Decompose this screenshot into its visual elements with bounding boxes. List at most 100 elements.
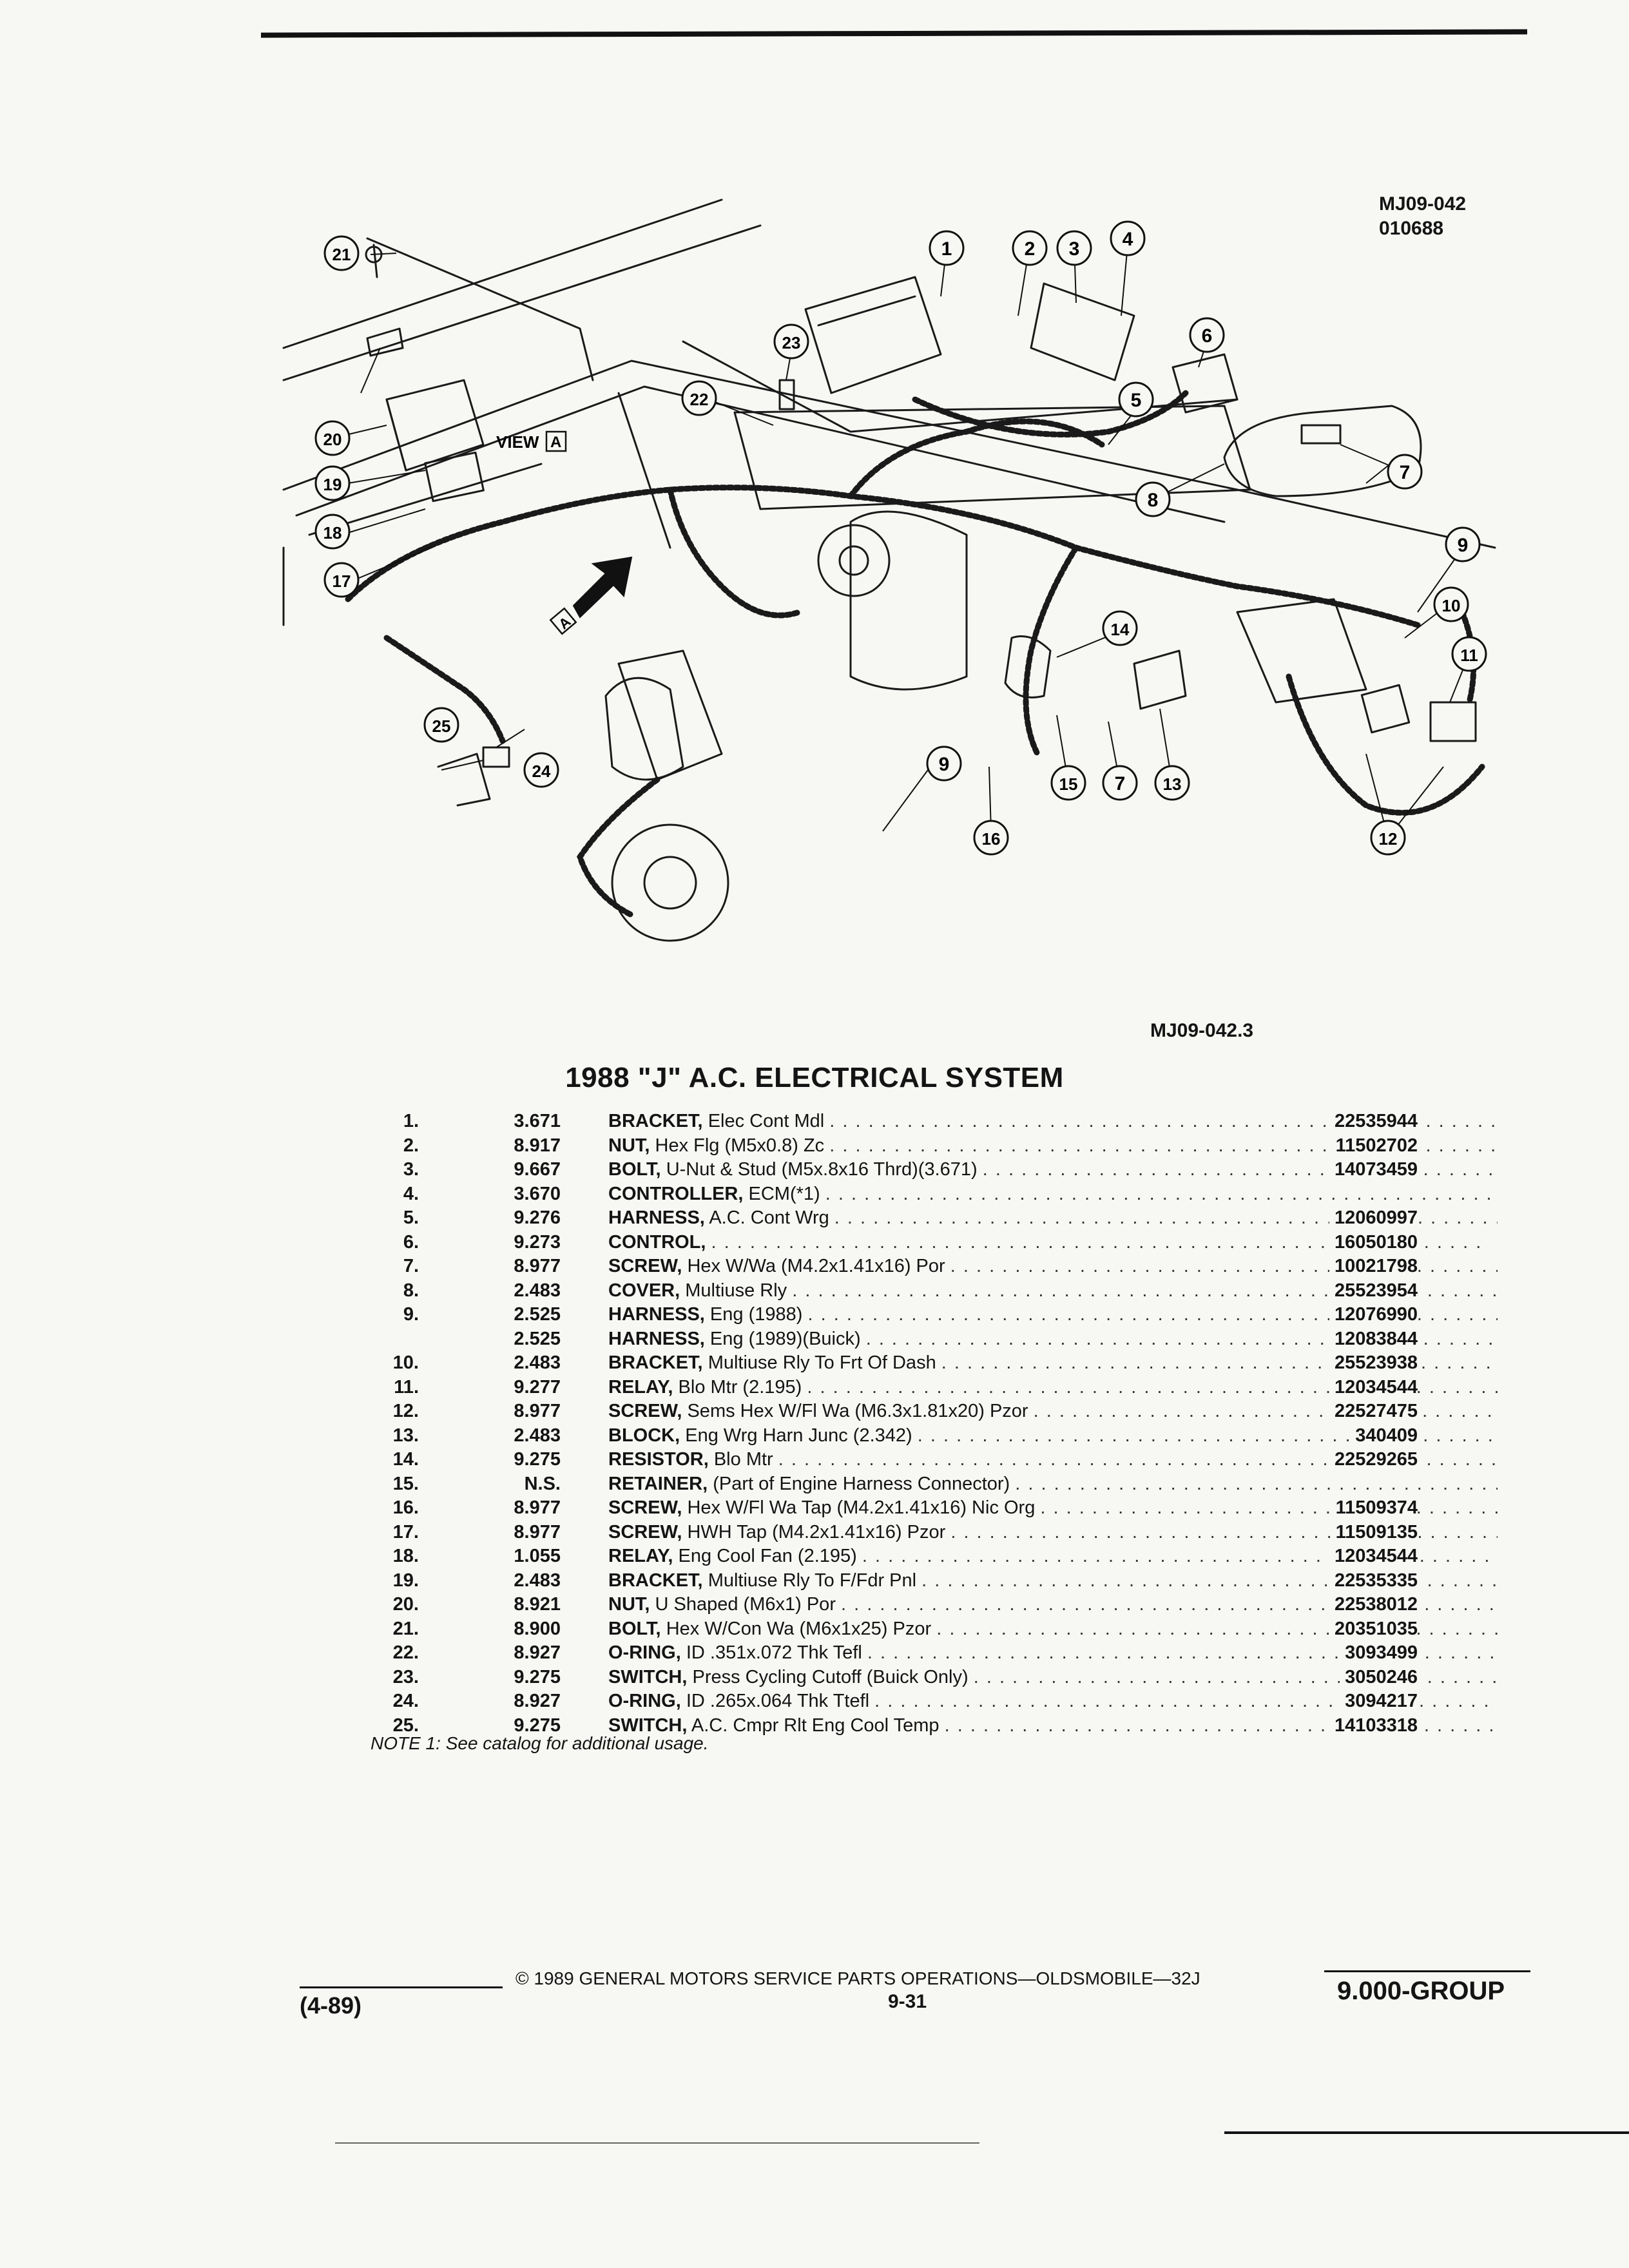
svg-text:15: 15	[1059, 774, 1078, 794]
part-name: CONTROL,	[608, 1231, 706, 1253]
part-detail: Blo Mtr (2.195)	[678, 1376, 802, 1398]
temp-switch-tube	[437, 753, 491, 807]
cowl-panel-line	[682, 340, 1239, 433]
fan-harness	[1286, 673, 1485, 816]
part-number: 3050246	[1340, 1665, 1418, 1689]
part-detail: Eng (1989)(Buick)	[709, 1328, 861, 1349]
engine-harness	[1023, 544, 1079, 757]
item-number: 17.	[392, 1521, 419, 1542]
group-code: 9.667	[514, 1159, 561, 1180]
table-row: 16. 8.977 SCREW, Hex W/Fl Wa Tap (M4.2x1.4…	[361, 1496, 1498, 1521]
item-number: 25.	[392, 1715, 419, 1736]
group-code: 2.525	[514, 1304, 561, 1325]
svg-text:11: 11	[1460, 646, 1478, 665]
svg-text:13: 13	[1163, 774, 1182, 794]
leader-dots: . . . . . . . . . . . . . . . . . . . . …	[1040, 1497, 1498, 1518]
cowl-panel-line	[617, 392, 671, 549]
callout-16: 16	[973, 820, 1009, 856]
bottom-rule	[335, 2142, 979, 2144]
item-number: 16.	[392, 1497, 419, 1518]
part-detail: Eng (1988)	[709, 1304, 803, 1325]
item-number: 21.	[392, 1618, 419, 1639]
callout-14: 14	[1102, 610, 1138, 646]
item-number: 9.	[403, 1304, 419, 1325]
callout-13: 13	[1154, 765, 1190, 801]
group-code: 8.977	[514, 1256, 561, 1276]
part-name: BRACKET,	[608, 1570, 703, 1591]
relay-11	[1429, 701, 1477, 742]
part-name: BLOCK,	[608, 1425, 680, 1446]
temp-switch	[482, 746, 510, 768]
group-code: 8.977	[514, 1497, 561, 1518]
part-name: BOLT,	[608, 1618, 661, 1639]
callout-2: 2	[1012, 230, 1048, 266]
part-name: O-RING,	[608, 1691, 681, 1711]
svg-text:6: 6	[1202, 325, 1213, 347]
svg-text:2: 2	[1025, 238, 1036, 260]
ac-control	[1171, 353, 1239, 414]
part-name: CONTROLLER,	[608, 1183, 744, 1204]
part-name: NUT,	[608, 1594, 650, 1615]
svg-text:14: 14	[1111, 620, 1130, 639]
blower-motor-hub	[838, 545, 869, 576]
group-code: 2.483	[514, 1425, 561, 1446]
svg-text:19: 19	[323, 475, 342, 494]
item-number: 1.	[403, 1111, 419, 1131]
svg-text:4: 4	[1123, 229, 1133, 250]
part-detail: A.C. Cmpr Rlt Eng Cool Temp	[691, 1715, 940, 1736]
part-detail: A.C. Cont Wrg	[709, 1207, 829, 1228]
revision-date: (4-89)	[300, 1992, 362, 2019]
figure-subid: MJ09-042.3	[1150, 1020, 1254, 1041]
callout-9: 9	[1445, 526, 1481, 562]
item-number: 5.	[403, 1207, 419, 1228]
relay-fan	[424, 451, 485, 503]
engine-harness	[383, 635, 506, 744]
callout-4: 4	[1110, 220, 1146, 256]
group-code: 9.277	[514, 1376, 561, 1398]
blower-resistor	[1004, 635, 1052, 698]
engine-harness	[847, 418, 1105, 499]
part-name: HARNESS,	[608, 1328, 705, 1349]
part-name: RESISTOR,	[608, 1449, 709, 1470]
svg-text:21: 21	[333, 245, 351, 264]
part-number: 16050180	[1329, 1230, 1418, 1254]
part-description: SCREW, Hex W/Fl Wa Tap (M4.2x1.41x16) Ni…	[608, 1496, 1498, 1520]
group-code: 8.900	[514, 1618, 561, 1639]
group-number: 9.000-GROUP	[1337, 1977, 1505, 2005]
callout-22: 22	[681, 380, 717, 416]
copyright: © 1989 GENERAL MOTORS SERVICE PARTS OPER…	[516, 1968, 1200, 1988]
svg-text:7: 7	[1115, 773, 1126, 794]
part-number: 12034544	[1329, 1544, 1418, 1568]
arrow-letter-box	[549, 607, 577, 635]
group-code: 2.525	[514, 1328, 561, 1349]
part-detail: Blo Mtr	[713, 1449, 773, 1470]
group-code: 9.273	[514, 1231, 561, 1253]
part-number: 20351035	[1329, 1617, 1418, 1641]
group-code: 8.927	[514, 1642, 561, 1663]
part-description: HARNESS, Eng (1989)(Buick) . . . . . . .…	[608, 1327, 1498, 1351]
part-detail: Hex W/Wa (M4.2x1.41x16) Por	[687, 1256, 945, 1276]
bolt-21	[372, 244, 378, 278]
part-detail: ID .351x.072 Thk Tefl	[686, 1642, 862, 1663]
callout-7b: 7	[1102, 765, 1138, 801]
group-code: 8.977	[514, 1401, 561, 1421]
svg-text:8: 8	[1148, 490, 1159, 511]
part-detail: Multiuse Rly To F/Fdr Pnl	[708, 1570, 917, 1591]
group-code: 1.055	[514, 1546, 561, 1566]
item-number: 10.	[392, 1352, 419, 1373]
callout-6: 6	[1189, 317, 1225, 353]
table-row: 15.N.S.RETAINER, (Part of Engine Harness…	[361, 1472, 1498, 1497]
ecm-bracket	[1030, 282, 1135, 381]
part-detail: ID .265x.064 Thk Ttefl	[686, 1691, 870, 1711]
leader-dots: . . . . . . . . . . . . . . . . . . . . …	[973, 1666, 1498, 1687]
callout-17: 17	[323, 562, 360, 598]
